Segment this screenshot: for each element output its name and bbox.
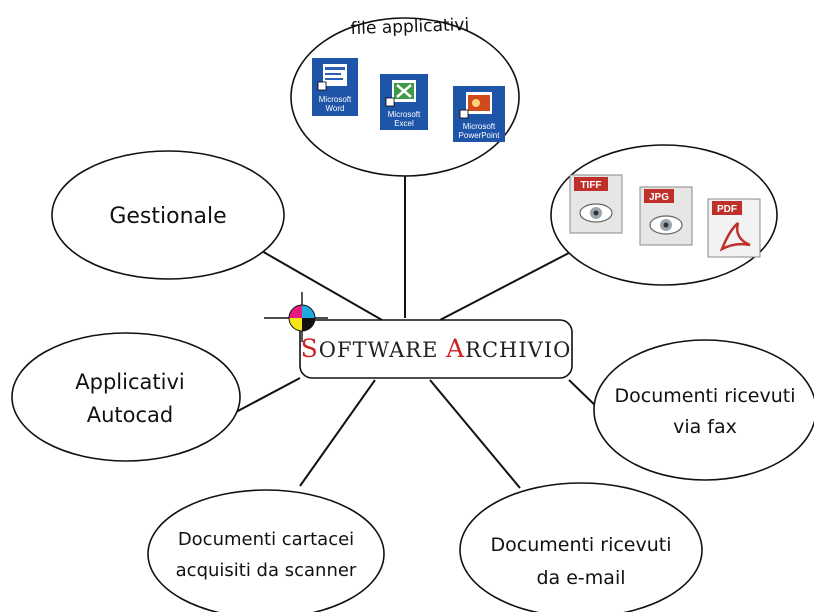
word-label-line1: Microsoft (319, 95, 352, 104)
tiff-icon: TIFF (569, 174, 623, 234)
center-title-initial-a: A (445, 334, 465, 363)
autocad-line1: Applicativi (75, 370, 184, 394)
gestionale-label: Gestionale (109, 204, 226, 229)
node-email: Documenti ricevuti da e-mail (459, 482, 703, 612)
pdf-badge: PDF (717, 204, 737, 215)
edge-to-autocad (235, 377, 301, 413)
node-scanner: Documenti cartacei acquisiti da scanner (147, 489, 385, 612)
fax-line2: via fax (673, 416, 737, 438)
node-fax: Documenti ricevuti via fax (593, 339, 814, 481)
excel-label-line1: Microsoft (388, 110, 421, 119)
node-gestionale: Gestionale (51, 150, 285, 280)
scanner-line1: Documenti cartacei (178, 529, 354, 550)
center-node: SOFTWARE ARCHIVIO (264, 292, 573, 379)
powerpoint-label-line2: PowerPoint (459, 131, 501, 140)
autocad-line2: Autocad (87, 403, 174, 427)
node-formats: TIFF JPG PDF (550, 144, 778, 286)
powerpoint-label-line1: Microsoft (463, 122, 496, 131)
connectors (235, 176, 601, 489)
center-title-part-oftware: OFTWARE (319, 338, 446, 362)
edge-to-email (429, 379, 521, 489)
center-title: SOFTWARE ARCHIVIO (301, 334, 572, 363)
fax-line1: Documenti ricevuti (615, 385, 796, 407)
scanner-line2: acquisiti da scanner (176, 560, 357, 581)
excel-icon: Microsoft Excel (380, 74, 428, 130)
registration-mark-icon (264, 292, 328, 342)
email-line1: Documenti ricevuti (491, 534, 672, 556)
pdf-icon: PDF (707, 198, 761, 258)
center-title-part-rchivio: RCHIVIO (465, 338, 571, 362)
powerpoint-icon: Microsoft PowerPoint (453, 86, 505, 142)
node-file-applicativi: file applicativi Microsoft Word Microsof… (290, 15, 520, 177)
edge-to-gestionale (259, 249, 383, 321)
tiff-badge: TIFF (580, 180, 601, 191)
center-title-initial-s: S (301, 334, 319, 363)
edge-to-formats (439, 241, 591, 321)
jpg-badge: JPG (649, 192, 669, 203)
excel-label-line2: Excel (394, 119, 414, 128)
node-autocad: Applicativi Autocad (11, 332, 241, 462)
word-label-line2: Word (326, 104, 345, 113)
edge-to-scanner (299, 379, 376, 487)
email-line2: da e-mail (537, 567, 626, 589)
jpg-icon: JPG (639, 186, 693, 246)
word-icon: Microsoft Word (312, 58, 358, 116)
file-applicativi-label: file applicativi (350, 15, 469, 39)
